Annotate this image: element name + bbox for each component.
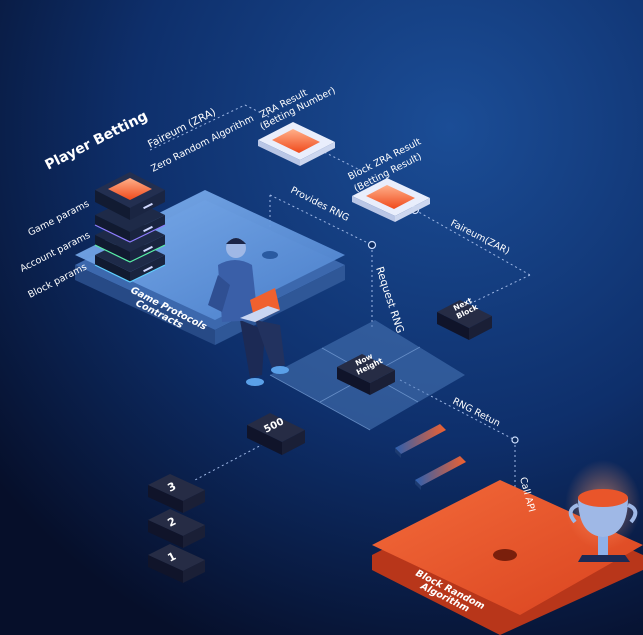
api-port-icon — [493, 549, 517, 561]
numbered-block-3: 3 — [148, 474, 205, 513]
numbered-block-2: 2 — [148, 509, 205, 548]
trophy-cup-icon — [565, 460, 641, 562]
person-with-laptop-icon — [208, 238, 289, 386]
zra-result-chip — [258, 122, 335, 166]
rng-port-icon — [262, 251, 278, 259]
next-block-cube: Next Block — [437, 296, 492, 340]
block-zra-result-chip — [352, 178, 430, 222]
numbered-block-1: 1 — [148, 544, 205, 583]
server-stack-icon — [94, 172, 166, 283]
block-500-cube: 500 — [247, 413, 305, 455]
